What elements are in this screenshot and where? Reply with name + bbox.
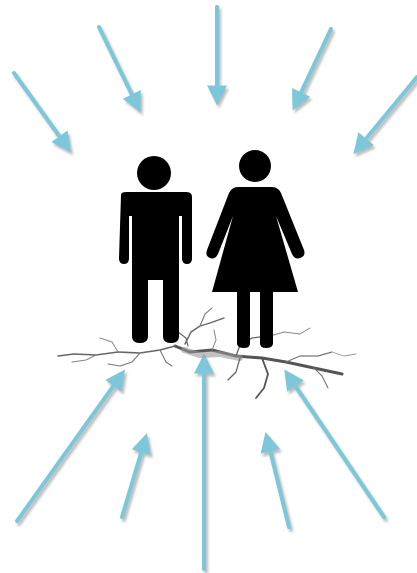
arrow-icon [14,73,65,144]
arrow-icon [268,442,289,527]
top-arrows [14,7,417,146]
bottom-arrows [17,364,384,569]
man-icon [119,156,192,343]
arrow-icon [122,443,144,517]
arrow-icon [360,77,417,146]
arrow-icon [17,378,119,521]
arrow-icon [99,27,136,103]
arrow-icon [297,29,331,101]
arrow-icon [290,378,384,517]
